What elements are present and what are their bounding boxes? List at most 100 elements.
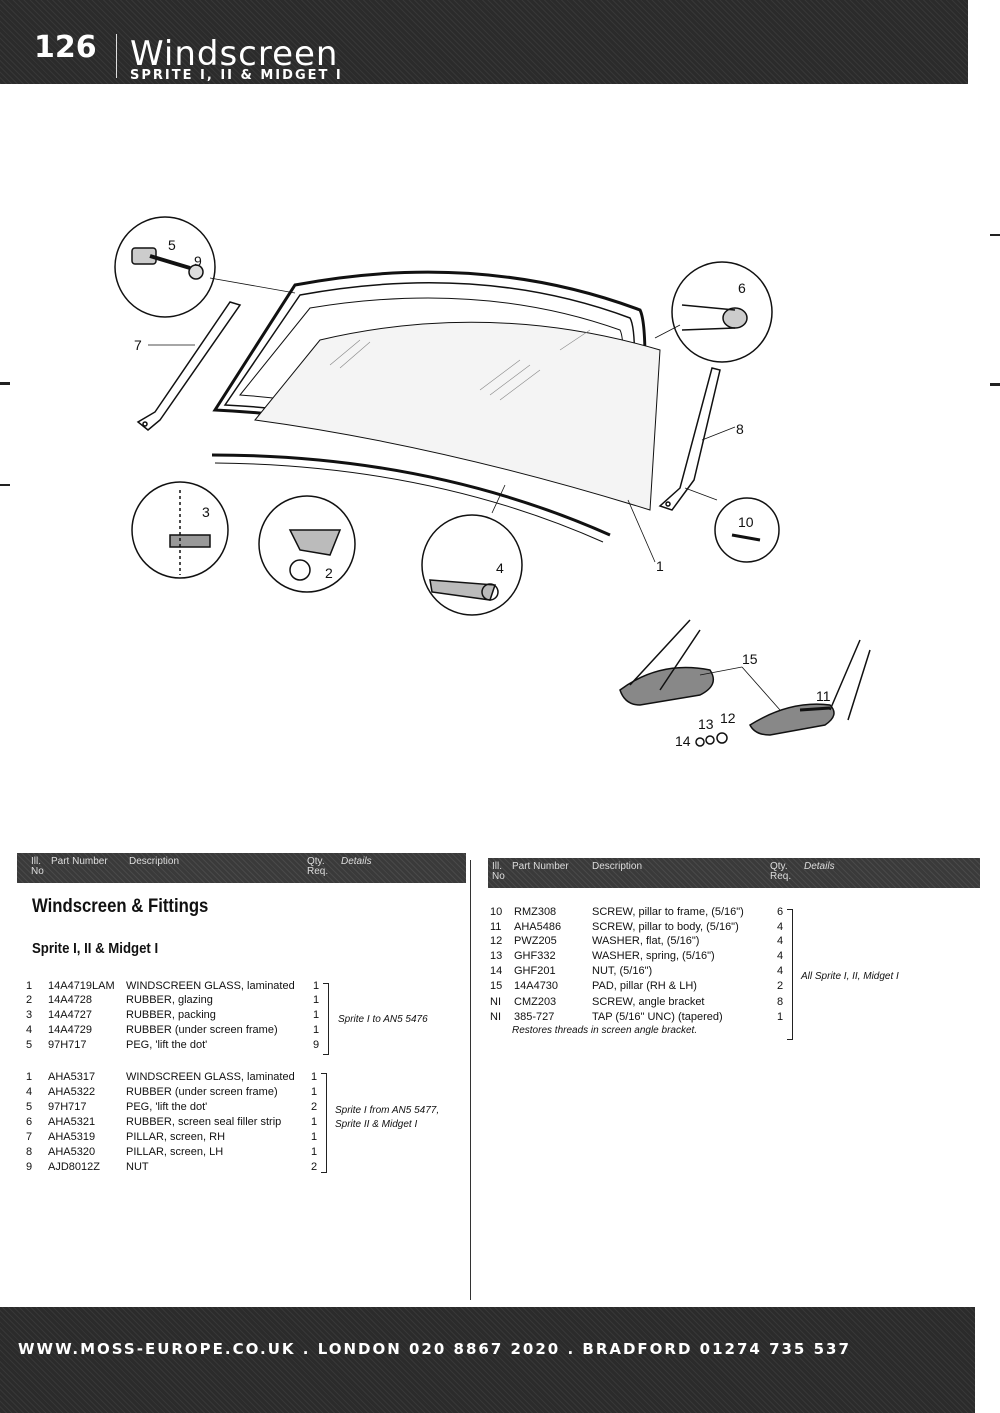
table-row: 2 14A4728 RUBBER, glazing 1 [0,993,470,1007]
qty: 1 [311,1071,318,1083]
qty: 1 [311,1146,318,1158]
callout-1: 1 [656,558,664,574]
table-header-right: Ill. No Part Number Description Qty. Req… [488,858,980,888]
part-number: AHA5322 [48,1086,96,1098]
page-title: Windscreen [130,34,339,74]
table-row: 4 AHA5322 RUBBER (under screen frame) 1 [0,1085,470,1099]
description: RUBBER (under screen frame) [126,1024,278,1036]
table-row: 1 AHA5317 WINDSCREEN GLASS, laminated 1 [0,1070,470,1084]
description: PEG, 'lift the dot' [126,1039,208,1051]
callout-4: 4 [496,560,504,576]
part-number: 14A4727 [48,1009,93,1021]
edge-mark [0,484,10,486]
detail-circle-4 [421,514,523,616]
ill-no: 11 [490,921,502,933]
detail-circle-5-9 [114,216,216,318]
col-description: Description [592,861,643,872]
table-row: NI CMZ203 SCREW, angle bracket 8 [480,995,980,1009]
part-number: GHF332 [514,950,556,962]
callout-15: 15 [742,651,758,667]
qty: 1 [311,1086,318,1098]
part-number: 385-727 [514,1011,555,1023]
ill-no: 4 [26,1086,33,1098]
page-number: 126 [34,30,97,65]
pillar-rh [658,367,721,511]
windscreen-frame [211,270,661,543]
qty: 1 [313,1009,320,1021]
callout-13: 13 [698,716,714,732]
qty: 2 [777,980,784,992]
pillar-pad-assembly [619,619,871,747]
table-row: 15 14A4730 PAD, pillar (RH & LH) 2 [480,979,980,993]
callout-10: 10 [738,514,754,530]
table-row: 5 97H717 PEG, 'lift the dot' 2 [0,1100,470,1114]
ill-no: 10 [490,906,503,918]
qty: 1 [313,1024,320,1036]
part-number: AHA5486 [514,921,562,933]
description: WASHER, flat, (5/16") [592,935,700,947]
description: PILLAR, screen, RH [126,1131,226,1143]
details-text: Sprite I from AN5 5477, [335,1105,440,1116]
callout-11: 11 [816,688,831,704]
detail-circle-2 [258,495,356,593]
description: PILLAR, screen, LH [126,1146,224,1158]
table-row: 3 14A4727 RUBBER, packing 1 [0,1008,470,1022]
description: WINDSCREEN GLASS, laminated [126,980,295,992]
col-part-number: Part Number [512,861,569,872]
callout-9: 9 [194,253,202,269]
part-number: AJD8012Z [48,1161,100,1173]
description: TAP (5/16" UNC) (tapered) [592,1011,723,1023]
header-divider [116,34,117,78]
qty: 1 [311,1116,318,1128]
table-row: NI 385-727 TAP (5/16" UNC) (tapered) 1 [480,1010,980,1024]
table-row: 7 AHA5319 PILLAR, screen, RH 1 [0,1130,470,1144]
callout-5: 5 [168,237,176,253]
ill-no: 5 [26,1039,33,1051]
description: RUBBER, screen seal filler strip [126,1116,282,1128]
ill-no: 13 [490,950,503,962]
qty: 1 [311,1131,318,1143]
table-row: 1 14A4719LAM WINDSCREEN GLASS, laminated… [0,979,470,993]
callout-labels: 5 9 7 6 8 3 2 4 1 10 15 11 13 12 14 [134,237,831,749]
table-row: 11 AHA5486 SCREW, pillar to body, (5/16"… [480,920,980,934]
column-divider [470,860,471,1300]
part-number: 97H717 [48,1101,87,1113]
footer-contact: WWW.MOSS-EUROPE.CO.UK . LONDON 020 8867 … [18,1340,851,1358]
page-subtitle: SPRITE I, II & MIDGET I [130,68,343,83]
part-number: AHA5317 [48,1071,96,1083]
qty: 1 [777,1011,784,1023]
details-text: Sprite II & Midget I [335,1119,418,1130]
description: WASHER, spring, (5/16") [592,950,715,962]
qty: 4 [777,965,784,977]
ill-no: 9 [26,1161,33,1173]
description: PEG, 'lift the dot' [126,1101,208,1113]
pillar-lh [136,301,242,431]
qty: 2 [311,1161,318,1173]
table-row: 10 RMZ308 SCREW, pillar to frame, (5/16"… [480,905,980,919]
description: PAD, pillar (RH & LH) [592,980,697,992]
description: WINDSCREEN GLASS, laminated [126,1071,295,1083]
callout-2: 2 [325,565,333,581]
callout-3: 3 [202,504,210,520]
part-number: 97H717 [48,1039,87,1051]
col-part-number: Part Number [51,856,108,867]
part-number: PWZ205 [514,935,557,947]
edge-mark [990,234,1000,236]
part-number: AHA5320 [48,1146,96,1158]
description: SCREW, pillar to frame, (5/16") [592,906,744,918]
callout-12: 12 [720,710,736,726]
description: RUBBER, packing [126,1009,216,1021]
qty: 4 [777,950,784,962]
ill-no: 3 [26,1009,33,1021]
glass-hatching [329,329,591,401]
part-number: 14A4730 [514,980,559,992]
ill-no: 7 [26,1131,33,1143]
part-number: CMZ203 [514,996,557,1008]
ill-no: 8 [26,1146,33,1158]
detail-circle-3 [131,481,229,579]
table-row: 13 GHF332 WASHER, spring, (5/16") 4 [480,949,980,963]
table-row: 4 14A4729 RUBBER (under screen frame) 1 [0,1023,470,1037]
section-title: Windscreen & Fittings [32,896,209,917]
table-row: 12 PWZ205 WASHER, flat, (5/16") 4 [480,934,980,948]
section-subtitle: Sprite I, II & Midget I [32,940,159,957]
